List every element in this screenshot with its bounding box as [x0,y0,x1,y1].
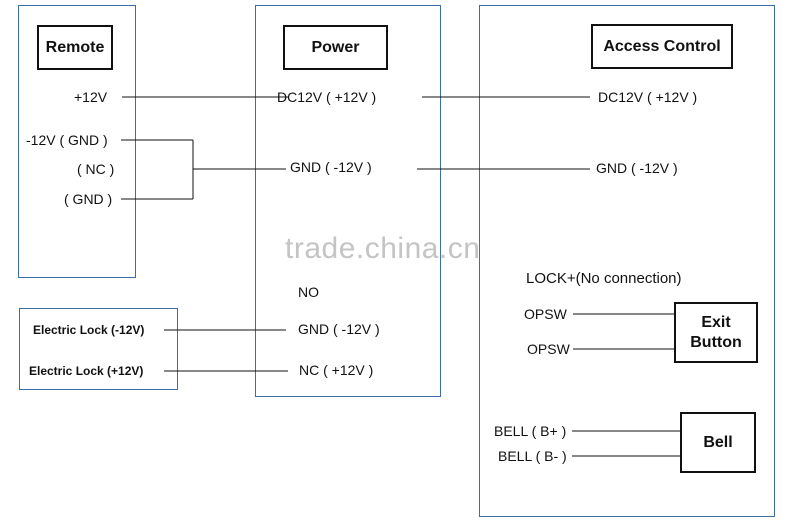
access-control-panel [479,5,775,517]
power-gnd-lock-label: GND ( -12V ) [298,321,380,337]
remote-gnd2-label: ( GND ) [64,191,113,207]
remote-title: Remote [45,38,105,56]
access-opsw2-label: OPSW [527,341,570,357]
electric-lock-plus-label: Electric Lock (+12V) [29,364,144,378]
access-control-title: Access Control [603,37,721,55]
power-nc-label: NC ( +12V ) [299,362,374,378]
electric-lock-panel [19,308,178,390]
power-gnd-label: GND ( -12V ) [290,159,372,175]
access-bell-minus-label: BELL ( B- ) [498,448,567,464]
exit-button-label: Exit Button [690,314,742,351]
power-dc12v-label: DC12V ( +12V ) [277,89,377,105]
access-gnd-label: GND ( -12V ) [596,160,678,176]
remote-title-box: Remote [37,25,113,70]
access-opsw1-label: OPSW [524,306,567,322]
access-lock-plus-label: LOCK+(No connection) [526,270,682,287]
power-title-box: Power [283,25,388,70]
power-no-label: NO [298,284,319,300]
bell-box: Bell [680,412,756,473]
access-dc12v-label: DC12V ( +12V ) [598,89,698,105]
remote-gnd-label: -12V ( GND ) [26,132,108,148]
remote-nc-label: ( NC ) [77,161,115,177]
access-control-title-box: Access Control [591,24,733,69]
power-title: Power [311,38,360,56]
access-bell-plus-label: BELL ( B+ ) [494,423,567,439]
electric-lock-minus-label: Electric Lock (-12V) [33,323,145,337]
power-panel [255,5,441,397]
exit-button-box: Exit Button [674,302,758,363]
remote-panel [18,5,136,278]
watermark: trade.china.cn [285,232,481,265]
remote-plus12v-label: +12V [74,89,108,105]
bell-label: Bell [703,433,733,451]
